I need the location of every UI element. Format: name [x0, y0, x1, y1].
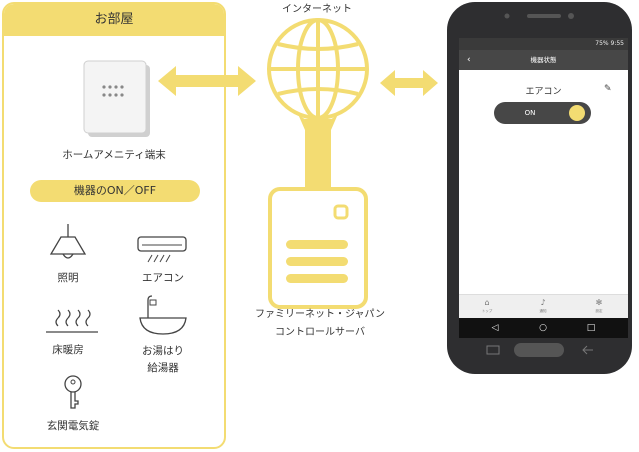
- right-double-arrow-icon: [380, 70, 438, 96]
- device-label-lighting: 照明: [57, 272, 79, 284]
- server-label-line2: コントロールサーバ: [275, 327, 365, 338]
- edit-icon[interactable]: ✎: [604, 84, 612, 94]
- device-label-door-lock: 玄関電気錠: [46, 420, 100, 432]
- toggle-knob: [569, 105, 585, 121]
- device-label-bath: お湯はり: [142, 345, 184, 357]
- device-label-aircon: エアコン: [142, 272, 184, 284]
- terminal-label: ホームアメニティ端末: [62, 149, 166, 161]
- left-double-arrow-icon: [158, 66, 256, 96]
- home-icon: ⌂: [484, 298, 490, 307]
- globe-server-diagram: [267, 18, 369, 309]
- server-label-line1: ファミリーネット・ジャパン: [255, 309, 385, 320]
- back-icon[interactable]: ‹: [467, 55, 471, 65]
- globe-icon: [267, 18, 369, 120]
- screen-title: 機器状態: [530, 56, 557, 64]
- bell-icon: ♪: [540, 298, 546, 307]
- key-icon: [64, 375, 82, 409]
- tab-settings[interactable]: ✻ 設定: [571, 295, 627, 318]
- android-nav-bar: ◁ ○ □: [459, 318, 628, 338]
- bottom-tab-bar: ⌂ トップ ♪ 通知 ✻ 設定: [459, 294, 628, 318]
- device-label-floor-heating: 床暖房: [52, 344, 84, 356]
- tab-notification[interactable]: ♪ 通知: [515, 295, 571, 318]
- room-title: お部屋: [4, 4, 224, 36]
- toggle-label: ON: [524, 109, 536, 117]
- onoff-pill: 機器のON／OFF: [30, 180, 200, 202]
- nav-recent-icon[interactable]: □: [586, 323, 596, 333]
- device-name: エアコン: [525, 87, 562, 97]
- server-icon: [268, 187, 368, 309]
- device-label-water-heater: 給湯器: [147, 362, 179, 374]
- nav-back-icon[interactable]: ◁: [491, 323, 499, 333]
- floor-heating-icon: [46, 309, 98, 333]
- status-bar: 75% 9:55: [459, 38, 628, 50]
- gear-icon: ✻: [595, 298, 603, 307]
- bathtub-icon: [139, 295, 187, 335]
- air-conditioner-icon: [137, 236, 187, 263]
- internet-label: インターネット: [282, 4, 352, 15]
- pendant-lamp-icon: [49, 224, 87, 259]
- home-amenity-terminal-icon: [83, 60, 150, 137]
- tab-top[interactable]: ⌂ トップ: [459, 295, 515, 318]
- power-toggle[interactable]: ON: [494, 102, 591, 124]
- phone-hardware: [486, 13, 593, 357]
- phone-screen: 75% 9:55 ‹ 機器状態 エアコン ✎ ON ⌂ トップ ♪ 通知 ✻ 設…: [459, 38, 628, 318]
- nav-home-icon[interactable]: ○: [539, 323, 547, 333]
- app-bar: ‹ 機器状態: [459, 50, 628, 70]
